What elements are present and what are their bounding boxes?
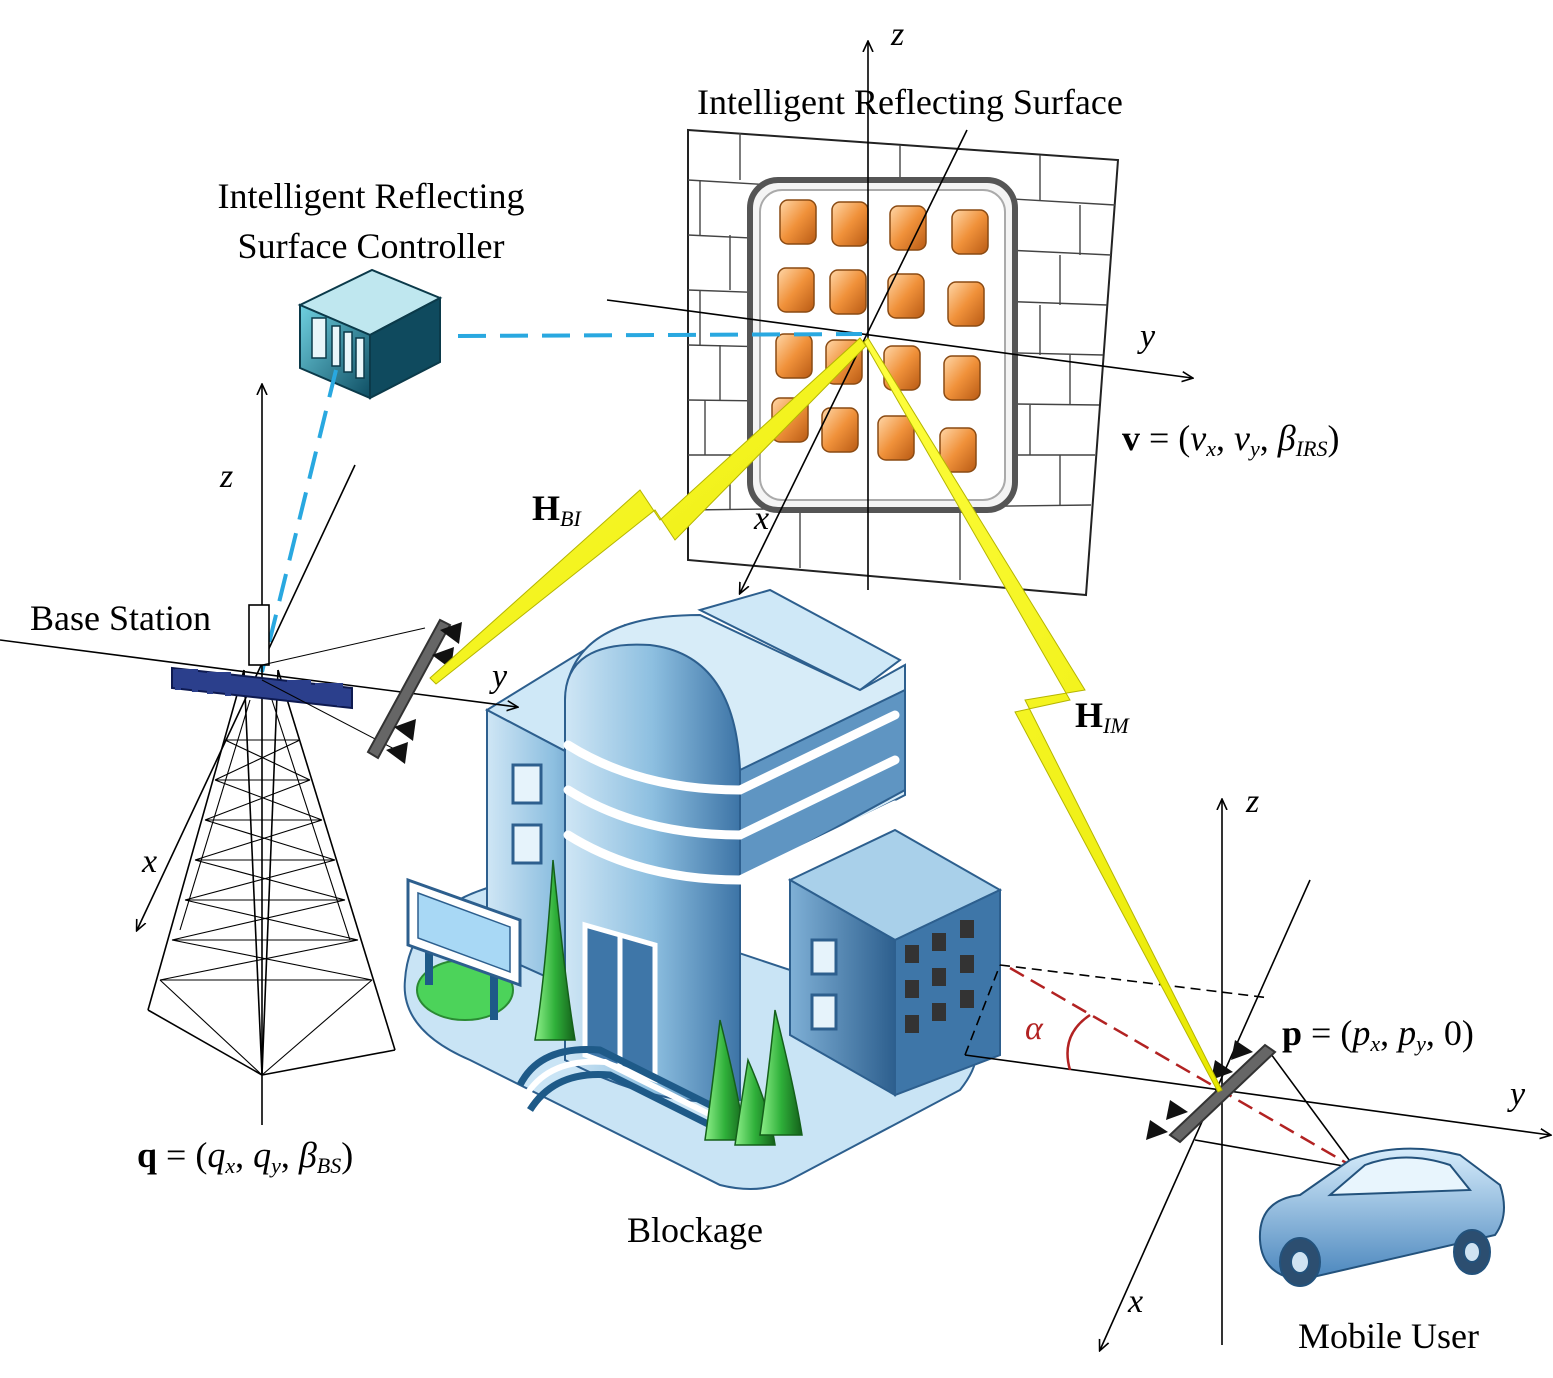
angle-alpha-label: α: [1025, 1010, 1043, 1047]
mobile-user-label: Mobile User: [1298, 1316, 1479, 1356]
car: [1258, 1147, 1505, 1287]
controller-label-line2: Surface Controller: [237, 226, 505, 266]
control-link: [260, 332, 863, 673]
channel-im-beam: [863, 337, 1223, 1093]
irs-axis-x-label: x: [754, 500, 770, 537]
channel-im-label: HIM: [1075, 695, 1129, 738]
user-antenna: [1146, 1040, 1277, 1144]
irs-axis-y-label: y: [1140, 318, 1156, 355]
bs-axis-x-label: x: [142, 843, 158, 880]
base-station-tower: [0, 385, 517, 1125]
blockage-building: [403, 588, 1003, 1190]
blockage-label: Blockage: [627, 1210, 763, 1250]
irs-title: Intelligent Reflecting Surface: [697, 82, 1123, 122]
angle-lines: [1009, 966, 1356, 1170]
channel-bi-label: HBI: [532, 488, 581, 531]
user-axis-y-label: y: [1510, 1076, 1526, 1113]
irs-wall: [687, 128, 1120, 597]
irs-axes: [606, 42, 1192, 593]
bs-position-equation: q = (qx, qy, βBS): [137, 1135, 354, 1178]
user-axis-x-label: x: [1128, 1283, 1144, 1320]
bs-axis-y-label: y: [492, 658, 508, 695]
controller-device: [297, 268, 443, 400]
base-station-label: Base Station: [30, 598, 211, 638]
user-position-equation: p = (px, py, 0): [1282, 1013, 1474, 1056]
base-station-platform: [171, 618, 462, 764]
user-axis-z-label: z: [1246, 783, 1260, 820]
irs-axis-z-label: z: [891, 16, 905, 53]
bs-axis-z-label: z: [220, 458, 234, 495]
irs-position-equation: v = (vx, vy, βIRS): [1122, 418, 1340, 461]
controller-label-line1: Intelligent Reflecting: [217, 176, 525, 216]
